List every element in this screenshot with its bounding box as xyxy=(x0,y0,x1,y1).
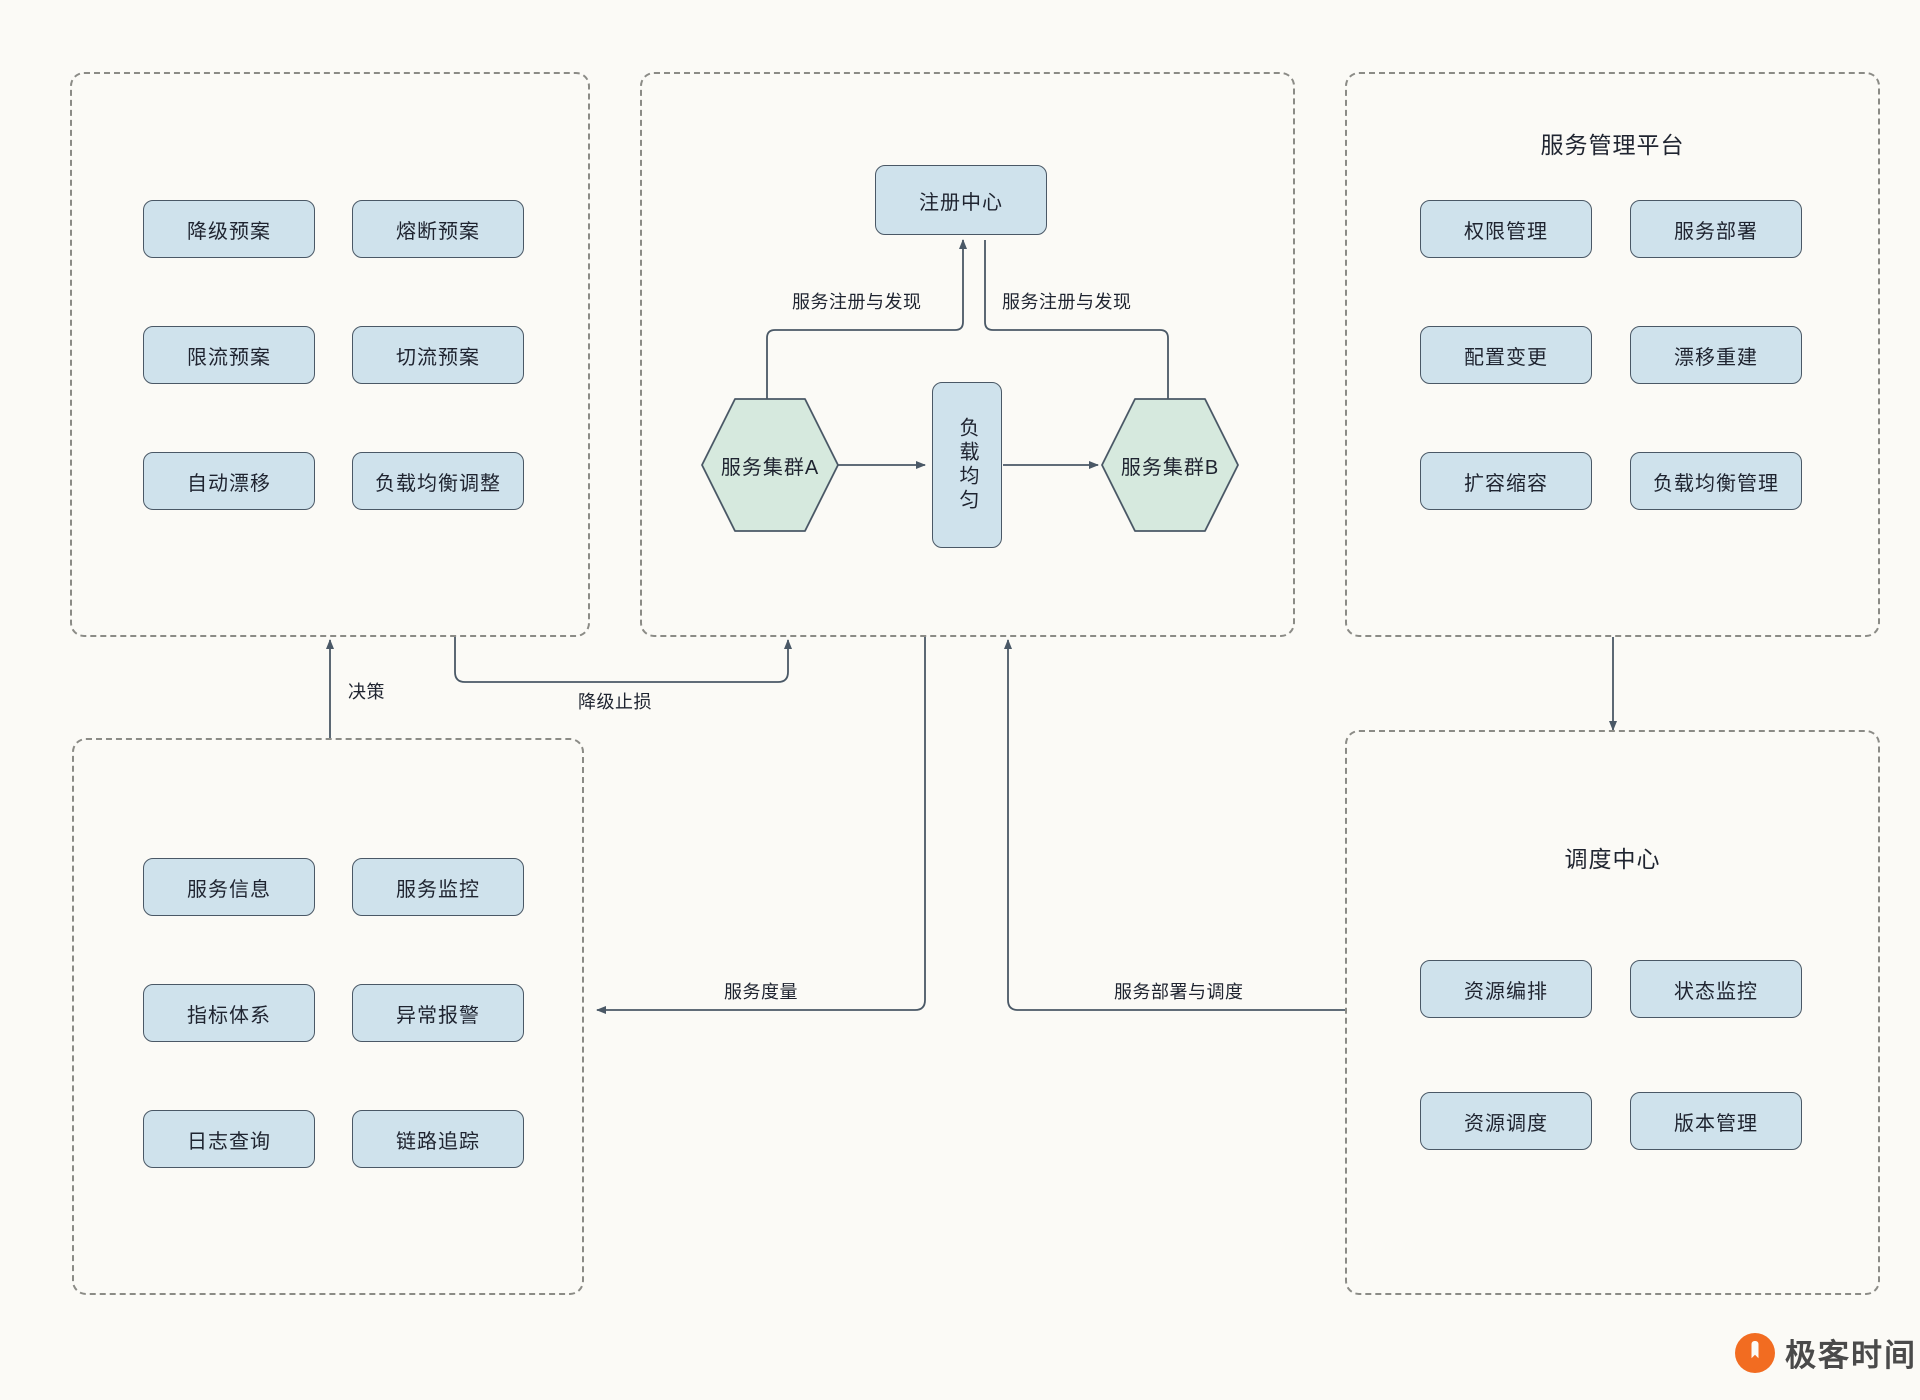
node-label: 链路追踪 xyxy=(396,1130,480,1153)
node-label: 服务部署 xyxy=(1674,220,1758,243)
edge-label-register-discover-b: 服务注册与发现 xyxy=(996,288,1138,314)
node-obs-log-query[interactable]: 日志查询 xyxy=(143,1110,315,1168)
node-label: 负载均衡调整 xyxy=(375,472,501,495)
node-label: 注册中心 xyxy=(919,191,1003,214)
node-label: 熔断预案 xyxy=(396,220,480,243)
node-obs-trace[interactable]: 链路追踪 xyxy=(352,1110,524,1168)
node-sched-status-monitor[interactable]: 状态监控 xyxy=(1630,960,1802,1018)
node-mgmt-permission[interactable]: 权限管理 xyxy=(1420,200,1592,258)
node-label: 服务集群A xyxy=(720,456,820,479)
node-label: 切流预案 xyxy=(396,346,480,369)
hexagon-shape xyxy=(1101,398,1239,532)
node-sched-resource-orchestration[interactable]: 资源编排 xyxy=(1420,960,1592,1018)
node-obs-anomaly-alert[interactable]: 异常报警 xyxy=(352,984,524,1042)
node-label: 服务集群B xyxy=(1120,456,1220,479)
edge-label-service-metrics: 服务度量 xyxy=(718,978,804,1004)
node-label: 负载均匀 xyxy=(956,417,978,513)
node-label: 资源编排 xyxy=(1464,980,1548,1003)
node-obs-service-info[interactable]: 服务信息 xyxy=(143,858,315,916)
watermark-text: 极客时间 xyxy=(1785,1338,1917,1373)
node-label: 负载均衡管理 xyxy=(1653,472,1779,495)
panel-management xyxy=(1345,72,1880,637)
geektime-logo-icon xyxy=(1735,1332,1775,1373)
panel-plans xyxy=(70,72,590,637)
node-label: 服务信息 xyxy=(187,878,271,901)
edge-label-register-discover-a: 服务注册与发现 xyxy=(786,288,928,314)
node-label: 扩容缩容 xyxy=(1464,472,1548,495)
node-mgmt-scaling[interactable]: 扩容缩容 xyxy=(1420,452,1592,510)
node-label: 异常报警 xyxy=(396,1004,480,1027)
panel-observability xyxy=(72,738,584,1295)
node-label: 降级预案 xyxy=(187,220,271,243)
panel-management-title: 服务管理平台 xyxy=(1540,132,1685,158)
watermark: 极客时间 xyxy=(1735,1330,1917,1375)
node-mgmt-drift-rebuild[interactable]: 漂移重建 xyxy=(1630,326,1802,384)
node-load-balancer[interactable]: 负载均匀 xyxy=(932,382,1002,548)
node-plan-auto-drift[interactable]: 自动漂移 xyxy=(143,452,315,510)
node-plan-rate-limit[interactable]: 限流预案 xyxy=(143,326,315,384)
node-registry-center[interactable]: 注册中心 xyxy=(875,165,1047,235)
panel-scheduler xyxy=(1345,730,1880,1295)
node-label: 自动漂移 xyxy=(187,472,271,495)
edge-label-degrade-stop-loss: 降级止损 xyxy=(572,688,658,714)
node-sched-version-management[interactable]: 版本管理 xyxy=(1630,1092,1802,1150)
node-label: 日志查询 xyxy=(187,1130,271,1153)
node-plan-traffic-switch[interactable]: 切流预案 xyxy=(352,326,524,384)
node-plan-circuit-breaker[interactable]: 熔断预案 xyxy=(352,200,524,258)
node-plan-lb-adjust[interactable]: 负载均衡调整 xyxy=(352,452,524,510)
node-label: 状态监控 xyxy=(1674,980,1758,1003)
node-mgmt-deploy[interactable]: 服务部署 xyxy=(1630,200,1802,258)
hexagon-shape xyxy=(701,398,839,532)
node-mgmt-config-change[interactable]: 配置变更 xyxy=(1420,326,1592,384)
edge-label-deploy-schedule: 服务部署与调度 xyxy=(1108,978,1250,1004)
node-label: 资源调度 xyxy=(1464,1112,1548,1135)
node-label: 限流预案 xyxy=(187,346,271,369)
node-service-cluster-a[interactable]: 服务集群A xyxy=(700,395,840,535)
panel-scheduler-title: 调度中心 xyxy=(1564,846,1661,872)
node-label: 版本管理 xyxy=(1674,1112,1758,1135)
node-plan-downgrade[interactable]: 降级预案 xyxy=(143,200,315,258)
node-service-cluster-b[interactable]: 服务集群B xyxy=(1100,395,1240,535)
node-label: 指标体系 xyxy=(187,1004,271,1027)
node-obs-metrics-system[interactable]: 指标体系 xyxy=(143,984,315,1042)
node-mgmt-lb-management[interactable]: 负载均衡管理 xyxy=(1630,452,1802,510)
node-label: 配置变更 xyxy=(1464,346,1548,369)
node-label: 权限管理 xyxy=(1464,220,1548,243)
edge-label-decision: 决策 xyxy=(342,678,391,704)
node-sched-resource-scheduling[interactable]: 资源调度 xyxy=(1420,1092,1592,1150)
node-label: 漂移重建 xyxy=(1674,346,1758,369)
panel-runtime xyxy=(640,72,1295,637)
node-obs-service-monitor[interactable]: 服务监控 xyxy=(352,858,524,916)
node-label: 服务监控 xyxy=(396,878,480,901)
